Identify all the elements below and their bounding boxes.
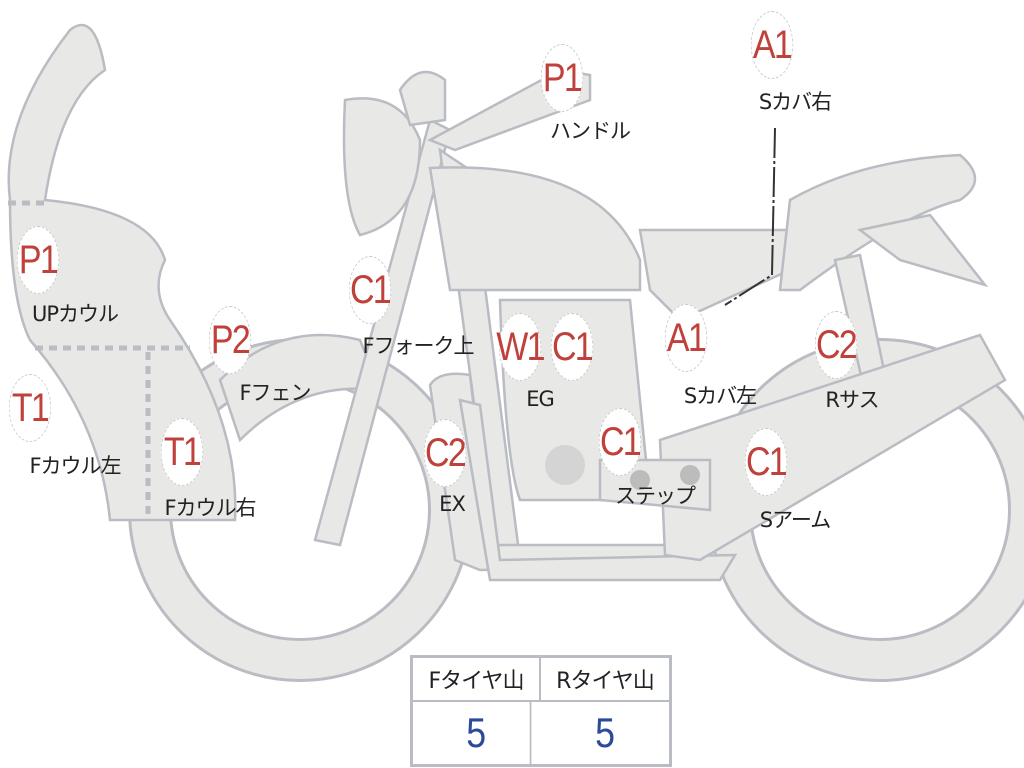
leader-line (724, 127, 776, 306)
damage-code-badge: C2 (423, 419, 467, 487)
front-tire-header: Fタイヤ山 (413, 658, 541, 702)
damage-code-badge: C1 (348, 256, 392, 324)
part-label: ハンドル (550, 119, 631, 143)
damage-code-badge: A1 (750, 11, 794, 79)
part-label: ステップ (615, 484, 696, 508)
part-label: EG (526, 387, 555, 411)
damage-code-badge: P1 (16, 226, 60, 294)
part-label: Fフォーク上 (362, 334, 474, 358)
part-label: Fカウル左 (29, 454, 121, 478)
headlight (342, 97, 422, 237)
swingarm (658, 333, 1007, 562)
damage-code-badge: P1 (540, 44, 584, 112)
damage-code-badge: P2 (208, 306, 252, 374)
damage-code-badge: C2 (814, 311, 858, 379)
cowl (7, 23, 237, 522)
damage-code-badge: C1 (550, 313, 594, 381)
rear-tire-header: Rタイヤ山 (541, 658, 669, 702)
damage-code-badge: A1 (664, 304, 708, 372)
fuel-tank (428, 166, 642, 292)
front-fork (313, 118, 452, 547)
damage-code-badge: C1 (744, 428, 788, 496)
exhaust-lower (458, 398, 738, 582)
part-label: Sカバ左 (683, 384, 757, 408)
mirror (398, 70, 447, 127)
cowl-dividers (8, 200, 190, 515)
damage-code-badge: T1 (160, 418, 204, 486)
rear-tire-value: 5 (595, 709, 615, 756)
damage-code-badge: C1 (598, 408, 642, 476)
front-tire-value: 5 (423, 702, 532, 764)
side-cover (638, 228, 792, 322)
tail (857, 213, 989, 288)
part-label: UPカウル (31, 302, 119, 326)
part-label: EX (439, 492, 466, 516)
part-label: Rサス (825, 388, 879, 412)
seat (778, 153, 977, 292)
damage-code-badge: W1 (496, 313, 545, 381)
part-label: Fカウル右 (164, 496, 256, 520)
damage-code-badge: T1 (8, 374, 52, 442)
part-label: Sカバ右 (758, 90, 832, 114)
part-label: Sアーム (759, 508, 831, 532)
tire-tread-table: Fタイヤ山 Rタイヤ山 5 5 (410, 655, 672, 767)
part-label: Fフェン (239, 381, 311, 405)
